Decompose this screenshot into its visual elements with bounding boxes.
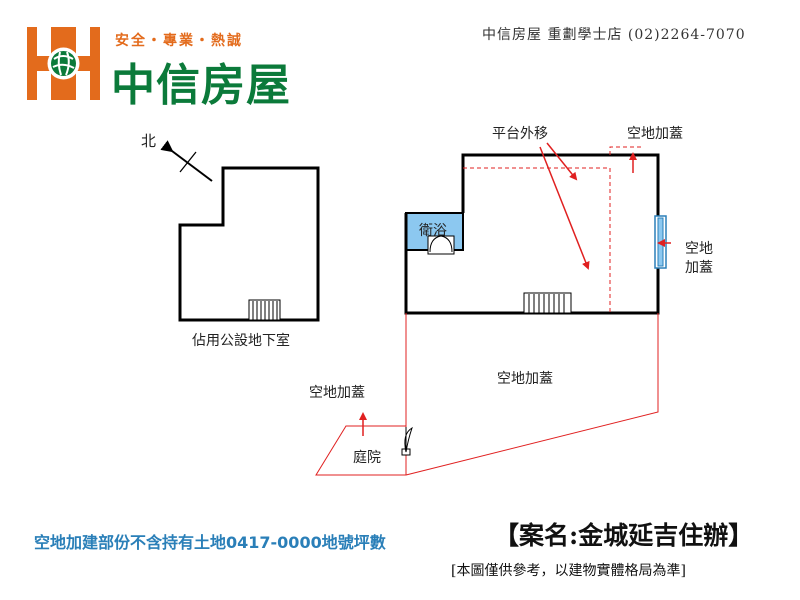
logo-mark-icon (27, 27, 100, 100)
annotation-arrows (359, 142, 671, 436)
vacant-right-label-2: 加蓋 (685, 260, 713, 276)
courtyard-label: 庭院 (353, 450, 381, 466)
north-arrow-icon (160, 140, 213, 182)
north-label: 北 (141, 132, 157, 150)
vacant-right-label-1: 空地 (685, 241, 713, 257)
platform-extension-outline (463, 167, 611, 313)
basement-label: 佔用公設地下室 (192, 333, 290, 349)
basement-outline (178, 166, 320, 322)
bathroom-door-icon (427, 235, 455, 255)
logo-slogan: 安全・專業・熱誠 (115, 33, 243, 49)
brand-logo: 安全・專業・熱誠 中信房屋 (27, 27, 335, 111)
courtyard-gate-icon (401, 426, 413, 456)
vacant-left-label: 空地加蓋 (309, 385, 365, 401)
logo-name: 中信房屋 (111, 60, 291, 111)
platform-label: 平台外移 (492, 126, 548, 142)
vacant-lot-outline (315, 313, 659, 476)
top-extension-outline (609, 146, 641, 155)
disclaimer: [本圖僅供參考，以建物實體格局為準] (451, 563, 686, 579)
vacant-center-label: 空地加蓋 (497, 371, 553, 387)
basement-stairs (248, 299, 281, 321)
footer-note: 空地加建部份不含持有土地0417-0000地號坪數 (34, 533, 386, 552)
case-name: 【案名:金城延吉住辦】 (494, 521, 754, 550)
vacant-top-label: 空地加蓋 (627, 126, 683, 142)
window-icon (654, 215, 667, 269)
store-info: 中信房屋 重劃學士店 (02)2264-7070 (482, 27, 746, 43)
main-stairs (523, 292, 572, 314)
bathroom-label: 衛浴 (419, 223, 447, 239)
